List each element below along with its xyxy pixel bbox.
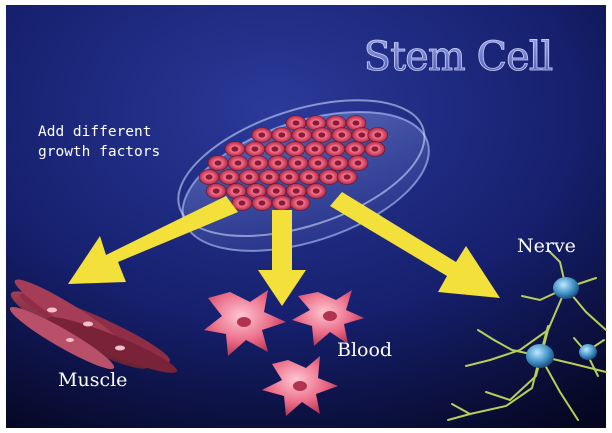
stem-cell-nucleus	[215, 160, 222, 165]
stem-cell-nucleus	[374, 132, 381, 137]
stem-cell-nucleus	[246, 174, 253, 179]
stem-cell-nucleus	[253, 188, 260, 193]
stem-cell-nucleus	[271, 146, 278, 151]
stem-cell-nucleus	[331, 146, 338, 151]
stem-cell-nucleus	[251, 146, 258, 151]
stem-cell-nucleus	[326, 174, 333, 179]
diagram-title: Stem Cell	[364, 34, 553, 80]
stem-cell-nucleus	[226, 174, 233, 179]
stem-cell-nucleus	[297, 200, 304, 205]
stem-cell-nucleus	[239, 200, 246, 205]
stem-cell-nucleus	[351, 146, 358, 151]
stem-cell-nucleus	[313, 120, 320, 125]
stem-cell-nucleus	[295, 160, 302, 165]
stem-cell-nucleus	[358, 132, 365, 137]
instruction-line-2: growth factors	[38, 144, 160, 160]
stem-cell-nucleus	[233, 188, 240, 193]
stem-cell-nucleus	[259, 200, 266, 205]
stem-cell-nucleus	[318, 132, 325, 137]
stem-cell-nucleus	[313, 188, 320, 193]
stem-cell-nucleus	[353, 120, 360, 125]
stem-cell-nucleus	[333, 120, 340, 125]
stem-cell-nucleus	[231, 146, 238, 151]
stem-cell-nucleus	[278, 132, 285, 137]
stem-cell-nucleus	[371, 146, 378, 151]
stem-cell-nucleus	[258, 132, 265, 137]
stem-cell-nucleus	[286, 174, 293, 179]
stem-cell-nucleus	[279, 200, 286, 205]
stem-cell-nucleus	[338, 132, 345, 137]
stem-cell-nucleus	[298, 132, 305, 137]
stem-cell-nucleus	[335, 160, 342, 165]
stem-cell-nucleus	[311, 146, 318, 151]
stem-cell-nucleus	[275, 160, 282, 165]
stem-cell-nucleus	[293, 120, 300, 125]
label-blood: Blood	[337, 339, 392, 361]
instruction-line-1: Add different	[38, 124, 152, 140]
stem-cell-nucleus	[255, 160, 262, 165]
stem-cell-nucleus	[355, 160, 362, 165]
stem-cell-nucleus	[315, 160, 322, 165]
stem-cell-nucleus	[235, 160, 242, 165]
stem-cell-nucleus	[306, 174, 313, 179]
label-muscle: Muscle	[58, 369, 127, 391]
label-nerve: Nerve	[517, 235, 576, 257]
stem-cell-nucleus	[266, 174, 273, 179]
stem-cell-nucleus	[273, 188, 280, 193]
stem-cell-nucleus	[206, 174, 213, 179]
stem-cell-nucleus	[344, 174, 351, 179]
stem-cell-nucleus	[293, 188, 300, 193]
stem-cell-nucleus	[213, 188, 220, 193]
stem-cell-nucleus	[291, 146, 298, 151]
